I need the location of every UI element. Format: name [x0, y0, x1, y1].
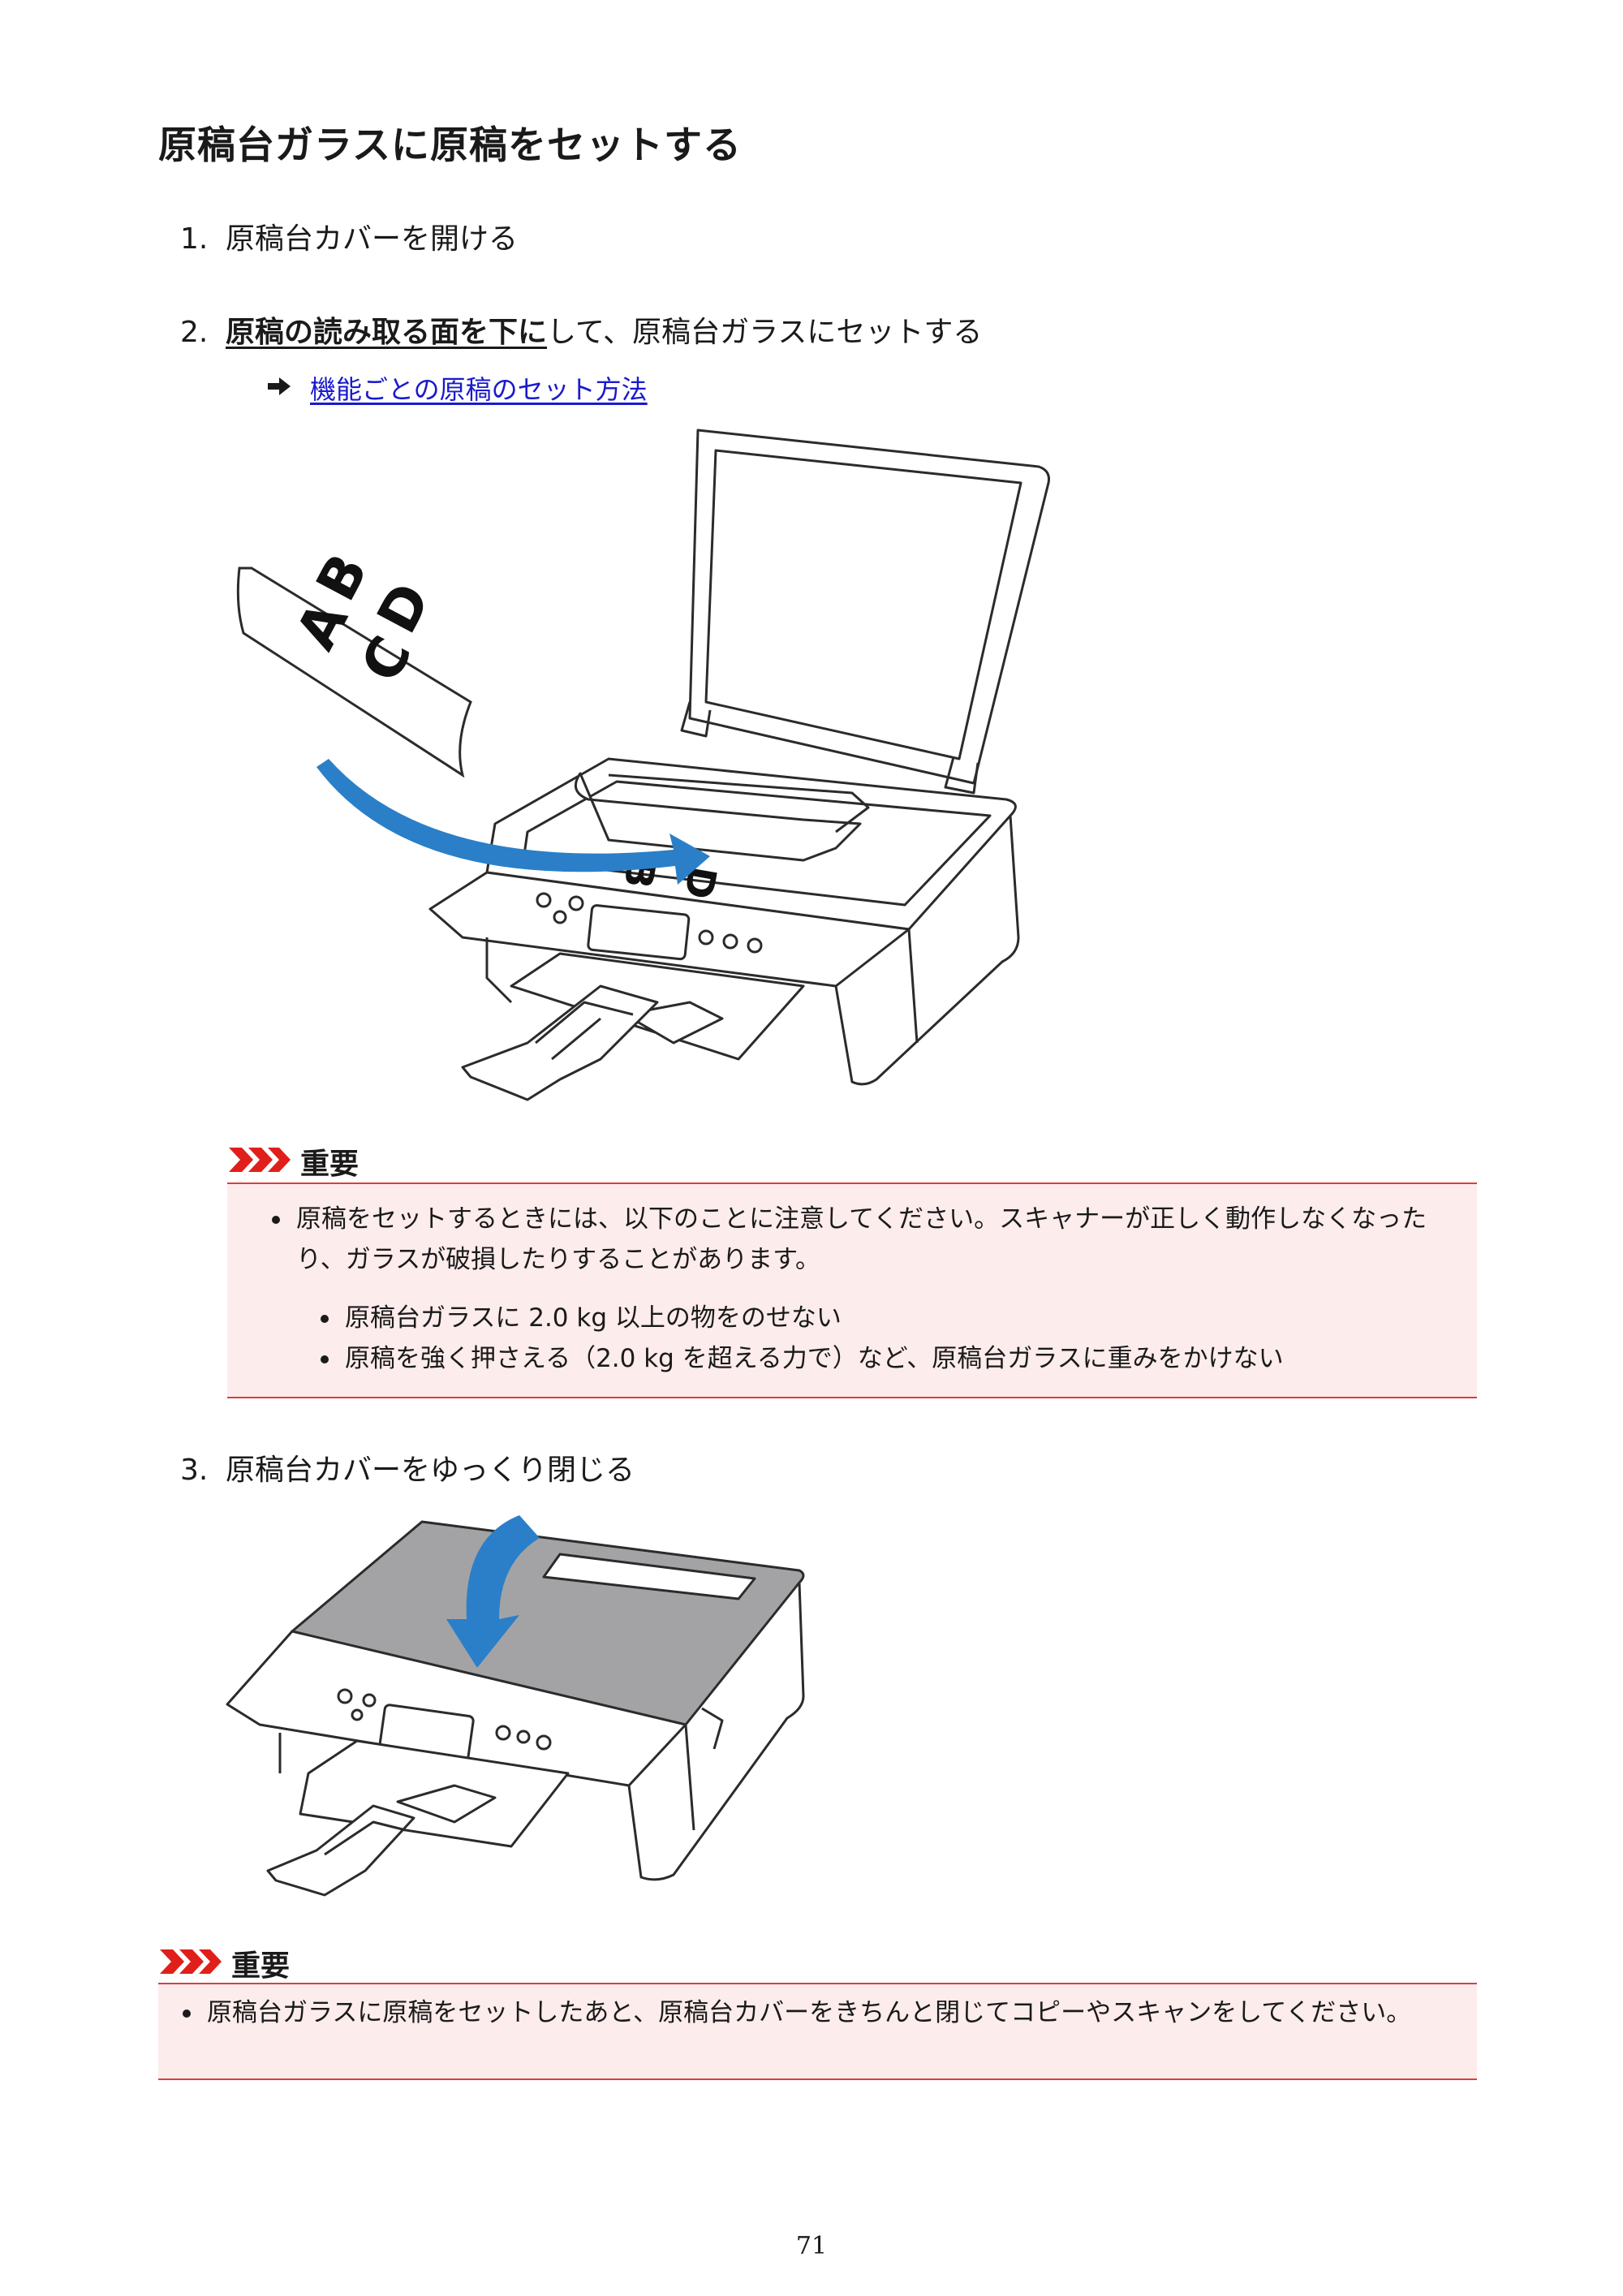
step-2-bold-text: 原稿の読み取る面を下に [226, 316, 548, 349]
important-label-1: 重要 [300, 1148, 359, 1181]
important-1-bullet: 原稿をセットするときには、以下のことに注意してください。スキャナーが正しく動作し… [272, 1199, 1440, 1280]
printer-open-cover-illustration: A B C D B D [236, 429, 1050, 1101]
step-1-text: 原稿台カバーを開ける [226, 222, 519, 256]
step-3-text: 原稿台カバーをゆっくり閉じる [226, 1454, 635, 1487]
important-1-sub-bullet-1: 原稿台ガラスに 2.0 kg 以上の物をのせない [321, 1298, 1432, 1338]
important-box-2: 原稿台ガラスに原稿をセットしたあと、原稿台カバーをきちんと閉じてコピーやスキャン… [158, 1983, 1477, 2080]
printer-closing-cover-illustration [226, 1515, 805, 1897]
step-1: 1. 原稿台カバーを開ける [180, 215, 518, 257]
alert-chevrons-icon-2 [160, 1949, 222, 1974]
important-label-2: 重要 [231, 1949, 291, 1983]
step-2-text: して、原稿台ガラスにセットする [547, 316, 983, 349]
important-1-sub-bullet-2: 原稿を強く押さえる（2.0 kg を超える力で）など、原稿台ガラスに重みをかけな… [321, 1338, 1432, 1379]
link-document-setting-methods[interactable]: 機能ごとの原稿のセット方法 [310, 374, 648, 405]
blue-arrow-icon [316, 759, 710, 885]
page-number: 71 [795, 2232, 828, 2260]
step-3: 3. 原稿台カバーをゆっくり閉じる [180, 1446, 635, 1488]
down-arrow-icon [446, 1515, 540, 1668]
step-3-number: 3. [180, 1454, 209, 1487]
page-title: 原稿台ガラスに原稿をセットする [158, 123, 743, 168]
right-arrow-icon [268, 377, 291, 395]
important-box-1: 原稿をセットするときには、以下のことに注意してください。スキャナーが正しく動作し… [227, 1182, 1477, 1398]
step-2: 2. 原稿の読み取る面を下にして、原稿台ガラスにセットする [180, 308, 982, 351]
important-2-bullet: 原稿台ガラスに原稿をセットしたあと、原稿台カバーをきちんと閉じてコピーやスキャン… [183, 1992, 1461, 2033]
alert-chevrons-icon [229, 1148, 291, 1172]
step-2-number: 2. [180, 316, 209, 349]
step-1-number: 1. [180, 222, 209, 256]
